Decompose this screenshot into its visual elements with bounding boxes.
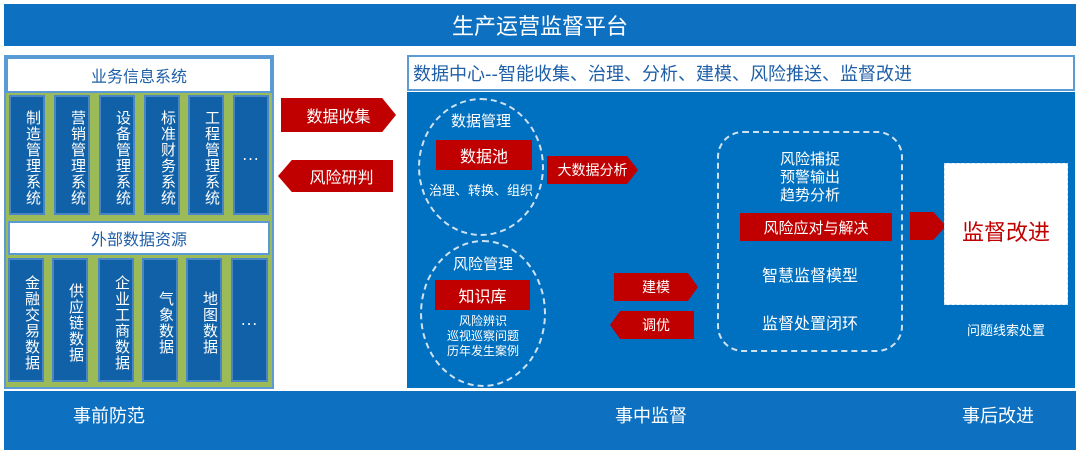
closed-loop-label: 监督处置闭环 <box>761 314 858 333</box>
system-box: 制造管理系统 <box>9 95 45 215</box>
risk-items: 风险辨识 巡视巡察问题 历年发生案例 <box>420 314 546 359</box>
risk-management-circle <box>420 240 546 387</box>
data-ops-label: 治理、转换、组织 <box>428 184 533 199</box>
external-box: 气象数据 <box>142 258 178 382</box>
data-collect-arrow: 数据收集 <box>281 98 396 132</box>
clue-handling-label: 问题线索处置 <box>966 324 1045 339</box>
data-pool-box: 数据池 <box>436 140 532 170</box>
platform-title: 生产运营监督平台 <box>4 4 1076 46</box>
supervise-improve-box: 监督改进 <box>944 163 1068 305</box>
knowledge-base-box: 知识库 <box>435 280 530 310</box>
system-box: 工程管理系统 <box>188 95 224 215</box>
external-data-header: 外部数据资源 <box>8 221 270 255</box>
supervision-engine-box <box>717 131 903 352</box>
tuning-arrow: 调优 <box>610 311 694 339</box>
external-box: 企业工商数据 <box>98 258 134 382</box>
phase-before: 事前防范 <box>73 406 145 427</box>
risk-management-label: 风险管理 <box>452 255 513 273</box>
phase-during: 事中监督 <box>615 406 687 427</box>
analysis-item: 趋势分析 <box>779 186 840 204</box>
business-systems-header: 业务信息系统 <box>6 57 272 93</box>
analysis-item: 风险捕捉 <box>779 150 840 168</box>
analysis-item: 预警输出 <box>779 168 840 186</box>
risk-item: 风险辨识 <box>458 314 507 328</box>
external-box-more: ... <box>231 258 268 382</box>
system-box-more: ... <box>233 95 269 215</box>
analysis-list: 风险捕捉 预警输出 趋势分析 <box>717 150 903 204</box>
risk-item: 巡视巡察问题 <box>446 329 519 343</box>
data-management-label: 数据管理 <box>450 112 511 130</box>
data-center-header: 数据中心--智能收集、治理、分析、建模、风险推送、监督改进 <box>407 55 1075 91</box>
smart-model-label: 智慧监督模型 <box>761 266 858 285</box>
risk-item: 历年发生案例 <box>446 344 519 358</box>
external-box: 地图数据 <box>186 258 222 382</box>
risk-judge-arrow: 风险研判 <box>278 160 393 192</box>
modeling-arrow: 建模 <box>614 273 698 301</box>
system-box: 设备管理系统 <box>99 95 135 215</box>
external-box: 金融交易数据 <box>8 258 44 382</box>
system-box: 标准财务系统 <box>144 95 180 215</box>
external-box: 供应链数据 <box>52 258 88 382</box>
phase-after: 事后改进 <box>962 406 1034 427</box>
data-management-circle <box>418 98 544 236</box>
system-box: 营销管理系统 <box>54 95 90 215</box>
big-data-analysis-arrow: 大数据分析 <box>547 156 638 184</box>
phase-bar <box>4 391 1076 450</box>
risk-response-box: 风险应对与解决 <box>740 213 892 241</box>
